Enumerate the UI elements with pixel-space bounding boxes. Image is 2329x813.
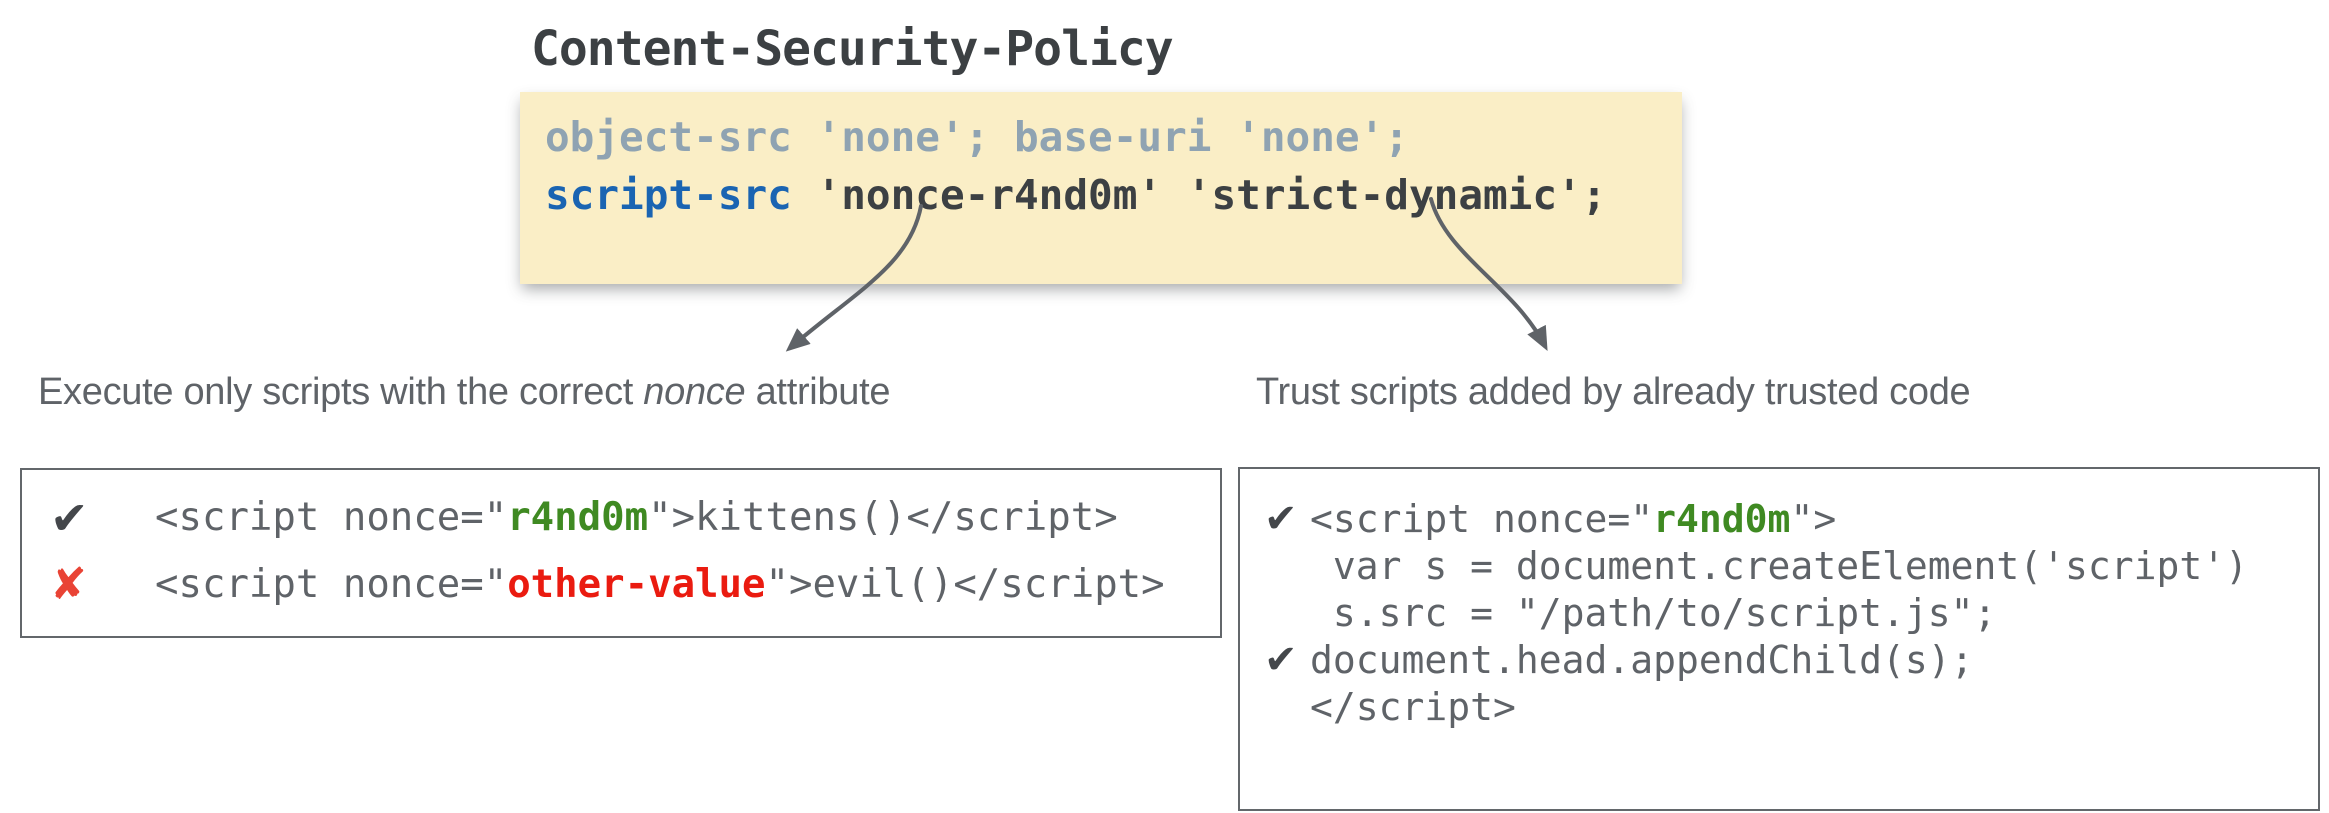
code-row-create-element: var s = document.createElement('script') — [1264, 542, 2318, 589]
script-src-values: 'nonce-r4nd0m' 'strict-dynamic'; — [791, 171, 1607, 219]
nonce-explanation-label: Execute only scripts with the correct no… — [38, 370, 891, 414]
code-row-append-child: ✔ document.head.appendChild(s); — [1264, 636, 2318, 683]
check-icon: ✔ — [50, 490, 89, 545]
code-pre: <script nonce=" — [155, 562, 508, 607]
code-row-allowed: ✔ <script nonce="r4nd0m">kittens()</scri… — [50, 484, 1220, 551]
code-post: ">evil()</script> — [765, 562, 1165, 607]
check-icon: ✔ — [1264, 495, 1298, 542]
code-row-script-open: ✔ <script nonce="r4nd0m"> — [1264, 495, 2318, 542]
code-line: s.src = "/path/to/script.js"; — [1310, 590, 1997, 635]
code-line: <script nonce="other-value">evil()</scri… — [155, 562, 1165, 607]
nonce-explanation-post: attribute — [745, 371, 891, 413]
code-row-script-close: </script> — [1264, 683, 2318, 730]
code-pre: <script nonce=" — [1310, 496, 1654, 541]
code-row-blocked: ✘ <script nonce="other-value">evil()</sc… — [50, 551, 1220, 618]
code-pre: <script nonce=" — [155, 495, 508, 540]
check-icon: ✔ — [1264, 636, 1298, 683]
nonce-value-good: r4nd0m — [1653, 496, 1791, 541]
strict-dynamic-example-box: ✔ <script nonce="r4nd0m"> var s = docume… — [1238, 467, 2320, 811]
nonce-value-good: r4nd0m — [507, 495, 649, 540]
policy-line-other-directives: object-src 'none'; base-uri 'none'; — [545, 113, 1409, 161]
page-title: Content-Security-Policy — [531, 21, 1174, 77]
strict-dynamic-explanation-label: Trust scripts added by already trusted c… — [1256, 371, 1971, 413]
nonce-example-box: ✔ <script nonce="r4nd0m">kittens()</scri… — [20, 468, 1222, 638]
code-line: <script nonce="r4nd0m">kittens()</script… — [155, 495, 1118, 540]
csp-policy-box: object-src 'none'; base-uri 'none'; scri… — [520, 92, 1682, 284]
nonce-word: nonce — [643, 371, 746, 413]
code-post: ">kittens()</script> — [648, 495, 1118, 540]
cross-icon: ✘ — [50, 559, 87, 610]
code-line: document.head.appendChild(s); — [1310, 637, 1974, 682]
nonce-explanation-pre: Execute only scripts with the correct — [38, 371, 644, 413]
code-line: </script> — [1310, 684, 1516, 729]
script-src-directive: script-src — [545, 171, 792, 219]
code-line: var s = document.createElement('script') — [1310, 543, 2248, 588]
nonce-value-bad: other-value — [507, 562, 766, 607]
code-post: "> — [1790, 496, 1837, 541]
code-row-set-src: s.src = "/path/to/script.js"; — [1264, 589, 2318, 636]
policy-line-script-src: script-src 'nonce-r4nd0m' 'strict-dynami… — [545, 166, 1657, 224]
code-line: <script nonce="r4nd0m"> — [1310, 497, 1836, 541]
